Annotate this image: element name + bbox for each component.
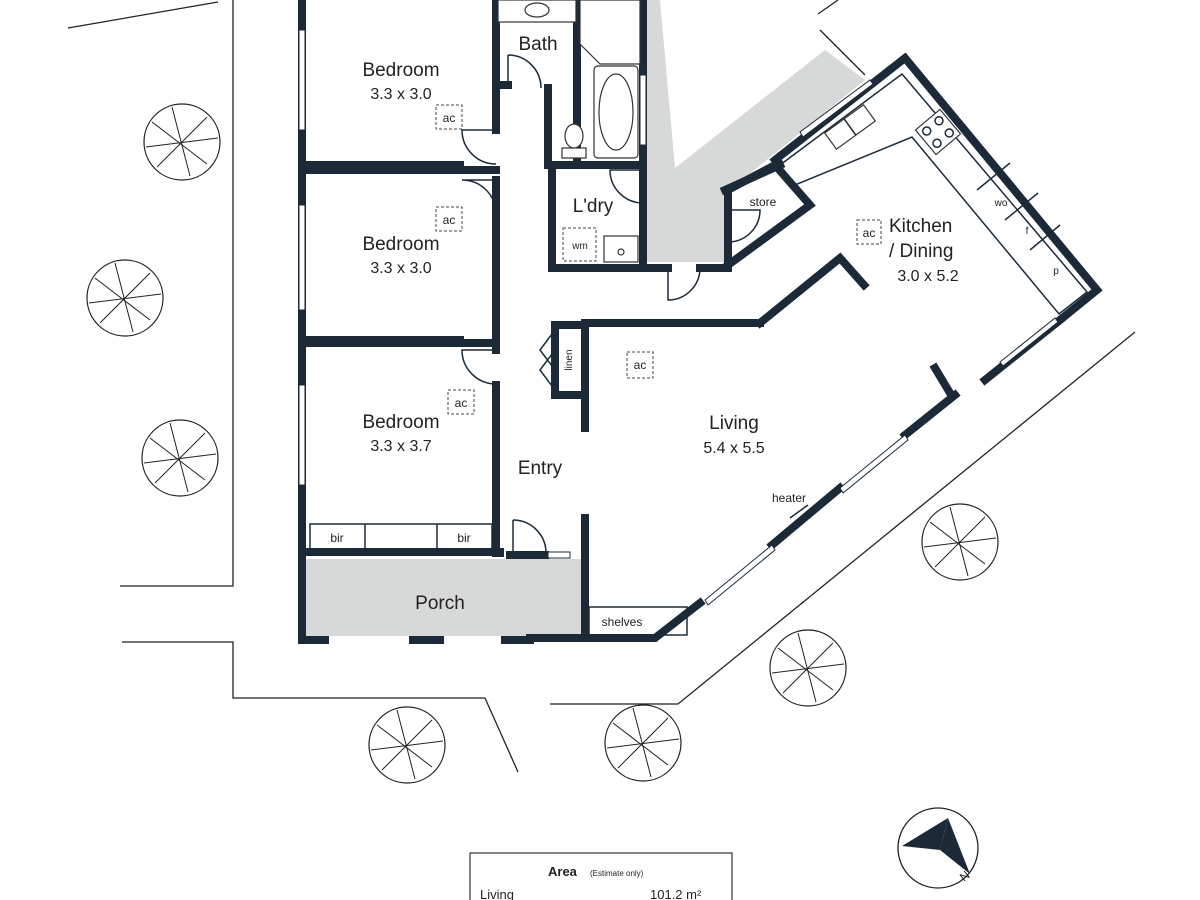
tree-icon bbox=[769, 629, 847, 707]
living-dims: 5.4 x 5.5 bbox=[703, 440, 764, 457]
area-title: Area bbox=[548, 864, 578, 879]
bath-fixtures bbox=[497, 0, 641, 159]
bir-right: bir bbox=[457, 531, 470, 545]
tree-icon bbox=[368, 706, 446, 784]
laundry-wm: wm bbox=[571, 241, 588, 252]
kitchen-p: p bbox=[1053, 266, 1059, 277]
living-shelves: shelves bbox=[602, 615, 643, 629]
bedroom3-dims: 3.3 x 3.7 bbox=[370, 438, 431, 455]
kitchen-fixtures bbox=[778, 72, 1089, 316]
shower-icon bbox=[579, 0, 641, 65]
living-ac: ac bbox=[634, 358, 647, 372]
bedroom1-ac: ac bbox=[443, 111, 456, 125]
tree-icon bbox=[141, 419, 219, 497]
cooktop-icon bbox=[914, 108, 962, 156]
linen-name: linen bbox=[564, 349, 575, 370]
area-table: Area (Estimate only) Living 101.2 m² bbox=[469, 852, 733, 900]
laundry-fixtures bbox=[562, 227, 639, 263]
compass-arrow-icon bbox=[902, 818, 948, 850]
room-labels: Bedroom 3.3 x 3.0 ac Bedroom 3.3 x 3.0 a… bbox=[330, 34, 1059, 629]
kitchen-f: f bbox=[1026, 226, 1029, 237]
living-heater: heater bbox=[772, 491, 806, 505]
laundry-name: L'dry bbox=[573, 196, 614, 217]
tree-icon bbox=[604, 704, 682, 782]
shaded-areas bbox=[301, 0, 865, 636]
kitchen-name-line1: Kitchen bbox=[889, 216, 952, 237]
porch-area bbox=[301, 559, 581, 636]
area-note: (Estimate only) bbox=[590, 869, 644, 878]
heater-marker bbox=[789, 504, 809, 519]
trees bbox=[86, 103, 999, 784]
washing-machine-box bbox=[562, 227, 597, 262]
tree-icon bbox=[86, 259, 164, 337]
built-in-robes bbox=[309, 523, 493, 553]
kitchen-dims: 3.0 x 5.2 bbox=[897, 268, 958, 285]
kitchen-wo: wo bbox=[994, 198, 1008, 209]
shelves-box bbox=[588, 606, 688, 636]
area-row-value: 101.2 m² bbox=[650, 887, 702, 900]
kitchen-name-line2: / Dining bbox=[889, 241, 953, 262]
bedroom3-ac: ac bbox=[455, 396, 468, 410]
site-boundary bbox=[67, 0, 1136, 773]
bedroom1-dims: 3.3 x 3.0 bbox=[370, 86, 431, 103]
entry-name: Entry bbox=[518, 458, 563, 479]
ac-markers bbox=[435, 104, 882, 415]
bedroom2-ac: ac bbox=[443, 213, 456, 227]
kitchen-bench bbox=[778, 72, 1089, 316]
bir-left: bir bbox=[330, 531, 343, 545]
store-name: store bbox=[750, 195, 777, 209]
toilet-icon bbox=[564, 123, 584, 149]
walkway-area bbox=[640, 0, 865, 262]
bedroom2-name: Bedroom bbox=[362, 234, 439, 255]
tree-icon bbox=[143, 103, 221, 181]
laundry-drain bbox=[617, 248, 625, 256]
living-name: Living bbox=[709, 413, 759, 434]
bath-name: Bath bbox=[518, 34, 557, 55]
area-row-label: Living bbox=[480, 887, 514, 900]
bedroom1-name: Bedroom bbox=[362, 60, 439, 81]
bedroom2-dims: 3.3 x 3.0 bbox=[370, 260, 431, 277]
doors bbox=[461, 54, 761, 554]
tree-icon bbox=[921, 503, 999, 581]
tub-basin bbox=[598, 73, 634, 151]
toilet-tank bbox=[561, 147, 587, 159]
basin-icon bbox=[524, 2, 550, 18]
compass: N bbox=[897, 807, 979, 889]
kitchen-ac: ac bbox=[863, 226, 876, 240]
porch-name: Porch bbox=[415, 593, 465, 614]
windows bbox=[298, 29, 1059, 606]
bedroom3-name: Bedroom bbox=[362, 412, 439, 433]
